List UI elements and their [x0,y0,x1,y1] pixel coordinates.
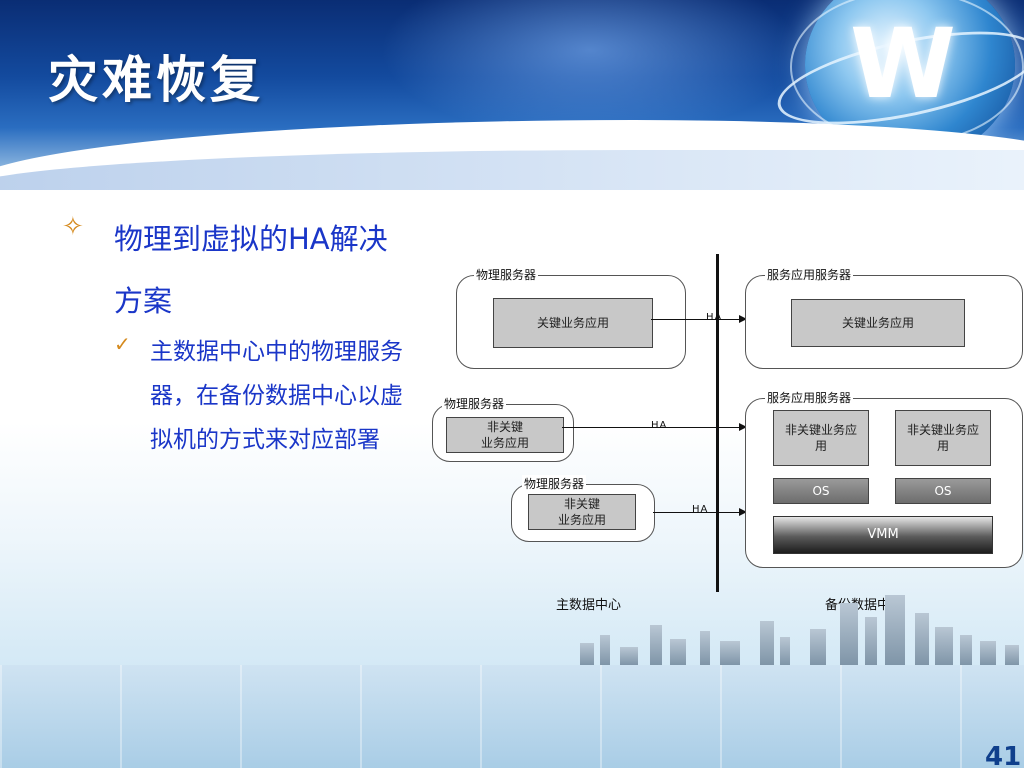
backup-os-1: OS [773,478,869,504]
datacenter-divider [716,254,719,592]
floor-decoration [0,665,1024,768]
primary-physical-server-1-label: 物理服务器 [474,266,539,283]
backup-os-2: OS [895,478,991,504]
backup-critical-app: 关键业务应用 [791,299,965,347]
backup-vmm: VMM [773,516,993,554]
diamond-bullet-icon: ✧ [62,212,84,242]
ha-arrowhead-2 [739,423,747,431]
primary-datacenter-label: 主数据中心 [556,598,622,613]
ha-arrow-2 [562,427,739,428]
backup-noncritical-app-2: 非关键业务应 用 [895,410,991,466]
ha-arrow-3 [653,512,739,513]
sub-bullet-text: 主数据中心中的物理服务器，在备份数据中心以虚拟机的方式来对应部署 [150,339,403,453]
ha-label-3: HA [692,504,709,515]
city-skyline-decoration [560,585,1024,665]
ha-arrowhead-3 [739,508,747,516]
primary-noncritical-app-1: 非关键 业务应用 [446,417,564,453]
globe-w-letter-logo: W [850,8,956,120]
primary-physical-server-3-label: 物理服务器 [522,475,587,492]
primary-critical-app: 关键业务应用 [493,298,653,348]
primary-noncritical-app-2: 非关键 业务应用 [528,494,636,530]
slide-title: 灾难恢复 [48,51,264,109]
main-bullet-text: 物理到虚拟的HA解决方案 [114,222,388,318]
checkmark-bullet-icon: ✓ [114,332,131,356]
backup-app-server-1-label: 服务应用服务器 [765,266,854,283]
primary-physical-server-2-label: 物理服务器 [442,395,507,412]
ha-label-1: HA [706,312,723,323]
header-glow [380,0,800,140]
page-number: 41 [985,742,1022,768]
ha-label-2: HA [651,420,668,431]
ha-arrowhead-1 [739,315,747,323]
backup-noncritical-app-1: 非关键业务应 用 [773,410,869,466]
backup-app-server-2-label: 服务应用服务器 [765,389,854,406]
ha-arrow-1 [651,319,739,320]
